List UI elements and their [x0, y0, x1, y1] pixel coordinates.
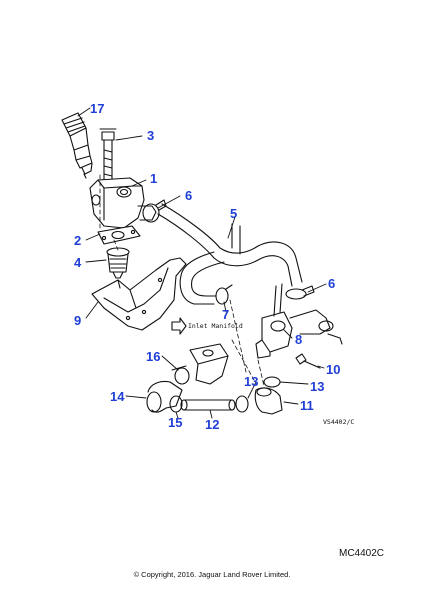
callout-1: 1 — [150, 171, 158, 186]
screw-part-10 — [295, 353, 321, 369]
direction-arrow-icon — [171, 317, 187, 335]
callout-3: 3 — [147, 128, 155, 143]
clip-part-13-left — [235, 395, 249, 413]
elbow-hose-part-14 — [146, 380, 183, 413]
copyright-notice: © Copyright, 2016. Jaguar Land Rover Lim… — [133, 570, 291, 579]
callout-13-right: 13 — [310, 379, 325, 394]
callout-6-upper: 6 — [185, 188, 193, 203]
hose-clip-part-6-upper — [142, 199, 167, 223]
callout-10: 10 — [326, 362, 341, 377]
main-hose-part-5 — [157, 203, 303, 305]
reference-code: MC4402C — [339, 548, 385, 559]
callout-12: 12 — [205, 417, 220, 432]
sensor-part-17 — [61, 112, 93, 179]
callout-5: 5 — [230, 206, 238, 221]
clip-part-13-right — [263, 376, 281, 388]
bracket-part-9 — [91, 257, 187, 331]
callout-2: 2 — [74, 233, 82, 248]
callout-14: 14 — [110, 389, 125, 404]
short-hose-part-11 — [254, 387, 283, 415]
valve-part-8 — [255, 283, 343, 359]
callout-15: 15 — [168, 415, 183, 430]
clip-part-7 — [215, 284, 233, 305]
callout-8: 8 — [295, 332, 303, 347]
callout-11: 11 — [300, 398, 314, 413]
callout-4: 4 — [74, 255, 82, 270]
callout-6-lower: 6 — [328, 276, 336, 291]
callout-17: 17 — [90, 101, 105, 116]
gasket-part-2 — [97, 225, 141, 245]
callout-13-left: 13 — [244, 374, 259, 389]
inlet-manifold-label: Inlet Manifold — [188, 322, 243, 330]
thermostat-housing-part-1 — [89, 177, 157, 229]
thermostat-part-4 — [106, 247, 130, 279]
hose-clip-part-6-lower — [285, 285, 315, 300]
pipe-part-12 — [180, 399, 236, 411]
callout-16: 16 — [146, 349, 161, 364]
callout-9: 9 — [74, 313, 82, 328]
callout-7: 7 — [222, 307, 230, 322]
clip-part-15 — [169, 395, 183, 413]
bolt-part-3 — [99, 128, 117, 186]
flange-part-16 — [171, 343, 229, 385]
drawing-code: VS4402/C — [323, 418, 355, 426]
